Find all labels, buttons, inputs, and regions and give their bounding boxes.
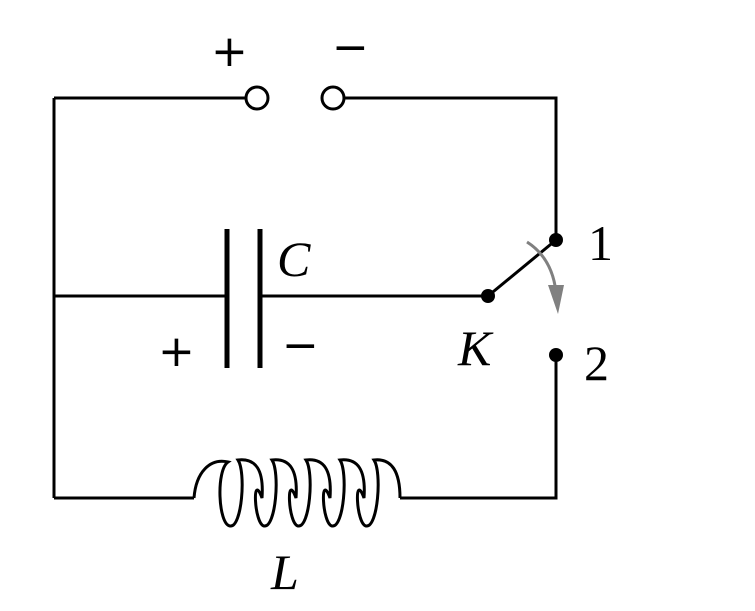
- switch-blade: [487, 238, 557, 298]
- switch-arrow-icon: [526, 240, 558, 293]
- contact-2-label: 2: [584, 335, 609, 391]
- source-terminal-positive: [244, 85, 270, 111]
- inductor-label: L: [270, 544, 299, 600]
- contact-1-label: 1: [588, 215, 613, 271]
- capacitor-minus-label: −: [282, 320, 319, 371]
- capacitor-plus-label: +: [158, 326, 195, 377]
- source-terminal-negative: [320, 85, 346, 111]
- inductor-coil: [192, 458, 402, 528]
- source-plus-label: +: [211, 26, 248, 77]
- wire-top-right: [344, 96, 558, 240]
- switch-label: K: [457, 320, 494, 376]
- capacitor-label: C: [277, 231, 311, 287]
- switch-arrowhead-icon: [548, 285, 564, 314]
- source-minus-label: −: [332, 22, 369, 73]
- wire-right-lower: [400, 355, 558, 500]
